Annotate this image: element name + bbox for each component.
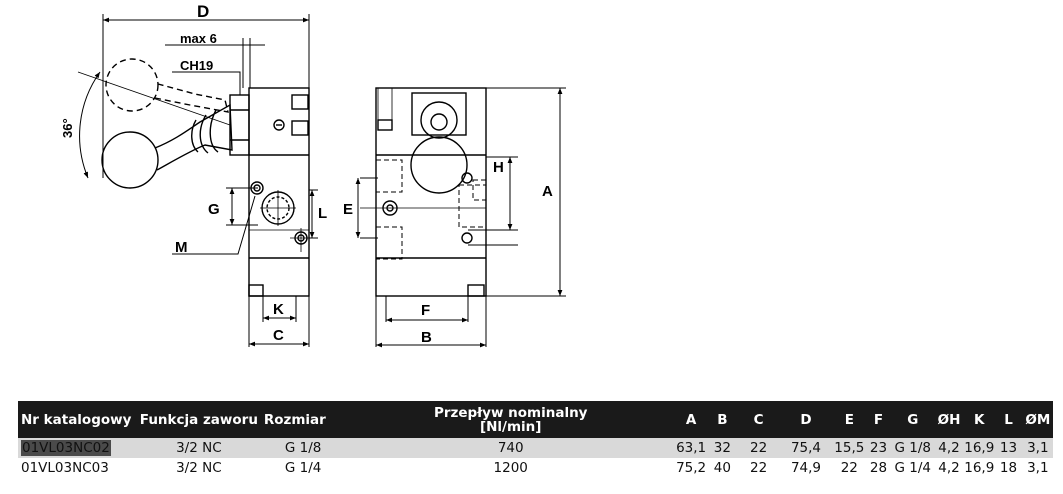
label-M: M [175, 239, 188, 256]
header-flow-line2: [Nl/min] [479, 418, 542, 435]
cell-A: 63,1 [676, 440, 707, 456]
cell-catalog[interactable]: 01VL03NC03 [21, 460, 109, 476]
label-B: B [421, 329, 432, 346]
label-A: A [542, 183, 553, 200]
header-F: F [873, 411, 884, 428]
cell-G: G 1/4 [894, 460, 931, 476]
cell-L: 18 [999, 460, 1018, 476]
header-catalog: Nr katalogowy [21, 411, 132, 428]
cell-OM: 3,1 [1027, 460, 1049, 476]
cell-size: G 1/8 [284, 440, 322, 456]
cell-D: 75,4 [790, 440, 822, 456]
cell-flow: 740 [497, 440, 524, 456]
header-E: E [844, 411, 854, 428]
cell-G: G 1/8 [894, 440, 931, 456]
technical-drawing: D max 6 CH19 36° G L E M K C F B H A [60, 2, 566, 348]
side-view [77, 14, 318, 347]
header-D: D [800, 411, 812, 428]
cell-C: 22 [750, 460, 768, 476]
header-size: Rozmiar [263, 411, 326, 428]
label-F: F [421, 302, 430, 319]
cell-OM: 3,1 [1027, 440, 1049, 456]
header-L: L [1004, 411, 1013, 428]
header-A: A [685, 411, 697, 428]
cell-size: G 1/4 [284, 460, 322, 476]
header-G: G [907, 411, 919, 428]
cell-B: 40 [713, 460, 731, 476]
label-H: H [493, 159, 504, 176]
cell-E: 22 [840, 460, 858, 476]
spec-table: Nr katalogowy Funkcja zaworu Rozmiar Prz… [18, 401, 1053, 478]
cell-F: 28 [869, 460, 888, 476]
cell-function: 3/2 NC [176, 460, 222, 476]
label-G: G [208, 201, 220, 218]
cell-flow: 1200 [493, 460, 528, 476]
catalog-number-highlight: 01VL03NC02 [21, 440, 111, 456]
header-flow-line1: Przepływ nominalny [433, 404, 588, 421]
header-C: C [753, 411, 764, 428]
cell-OH: 4,2 [938, 460, 960, 476]
front-view [355, 87, 566, 348]
cell-E: 15,5 [834, 440, 865, 456]
cell-F: 23 [869, 440, 888, 456]
label-C: C [273, 327, 284, 344]
table-row: 01VL03NC02 3/2 NC G 1/8 740 63,1 32 22 7… [18, 438, 1053, 458]
cell-function: 3/2 NC [176, 440, 222, 456]
cell-A: 75,2 [676, 460, 707, 476]
cell-catalog[interactable]: 01VL03NC02 [18, 438, 137, 458]
cell-D: 74,9 [790, 460, 822, 476]
label-D: D [197, 2, 209, 21]
header-OH: ØH [937, 411, 961, 428]
label-max6: max 6 [180, 31, 217, 46]
label-angle: 36° [60, 118, 75, 138]
cell-OH: 4,2 [938, 440, 960, 456]
label-E: E [343, 201, 353, 218]
header-B: B [717, 411, 728, 428]
header-K: K [974, 411, 985, 428]
label-L: L [318, 205, 327, 222]
label-ch19: CH19 [180, 58, 213, 73]
header-function: Funkcja zaworu [139, 411, 258, 428]
cell-K: 16,9 [964, 460, 995, 476]
cell-C: 22 [750, 440, 768, 456]
table-row: 01VL03NC03 3/2 NC G 1/4 1200 75,2 40 22 … [18, 458, 1053, 478]
label-K: K [273, 301, 284, 318]
cell-B: 32 [713, 440, 731, 456]
cell-L: 13 [999, 440, 1018, 456]
header-flow: Przepływ nominalny [Nl/min] [345, 401, 676, 438]
header-OM: ØM [1025, 411, 1051, 428]
cell-K: 16,9 [964, 440, 995, 456]
table-header-row: Nr katalogowy Funkcja zaworu Rozmiar Prz… [18, 401, 1053, 438]
